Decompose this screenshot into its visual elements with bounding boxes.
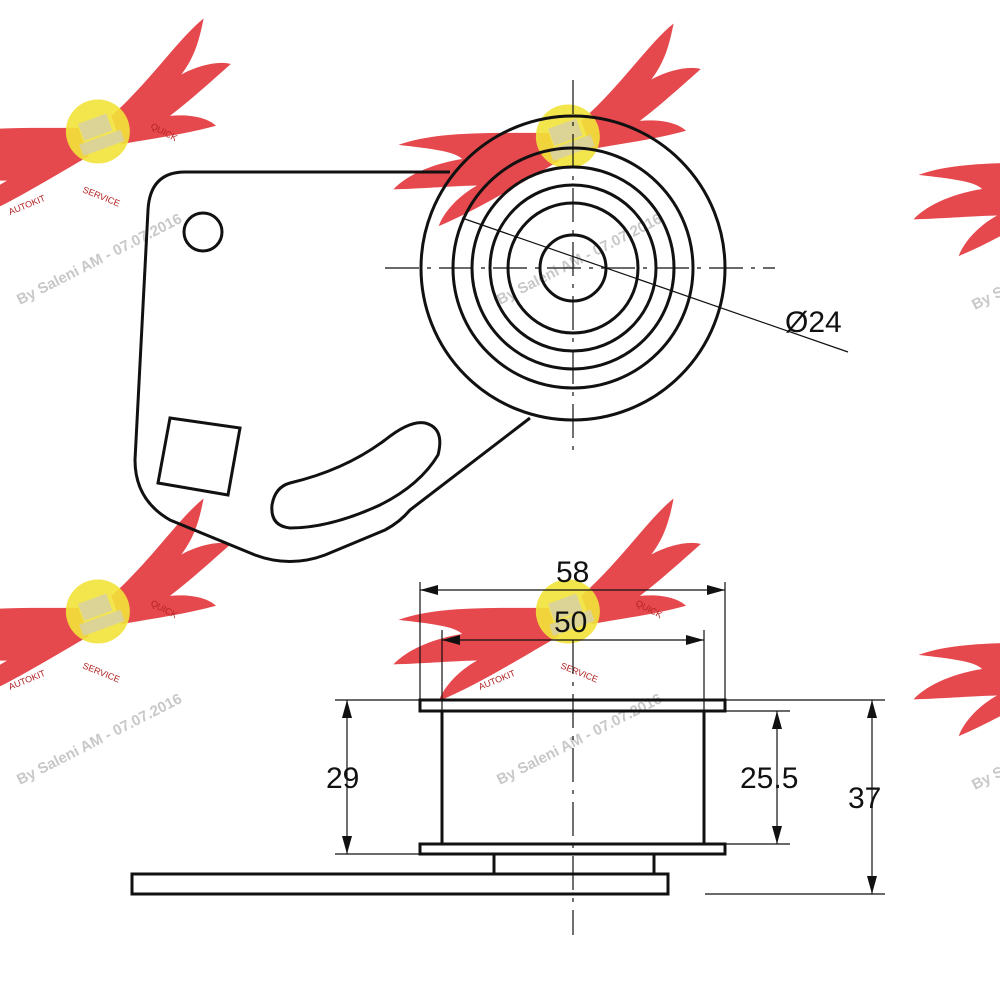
- dimension-lines: [335, 582, 885, 895]
- base-plate: [130, 872, 670, 896]
- watermark-right-top: [892, 50, 1000, 267]
- watermark-brand-bottom-2: SERVICE: [81, 661, 121, 685]
- watermark-mid-center: [372, 495, 721, 712]
- watermark-brand-bottom-1: SERVICE: [81, 185, 121, 209]
- side-view: [130, 698, 727, 896]
- watermark-brand-bottom-3: SERVICE: [559, 661, 599, 685]
- bracket-hole: [182, 211, 224, 253]
- top-view-centerlines: [385, 80, 775, 455]
- diameter-label: Ø24: [785, 306, 842, 339]
- bracket-outline: [133, 170, 531, 563]
- dim-width-inner: 50: [554, 606, 587, 639]
- dim-width-outer: 58: [556, 556, 589, 589]
- watermark-top-center: [372, 20, 721, 237]
- dim-height-inner: 25.5: [740, 762, 798, 795]
- dim-height-left: 29: [326, 762, 359, 795]
- diameter-leader: [461, 217, 849, 353]
- dimension-arrows: [342, 585, 877, 894]
- watermark-right-mid: [892, 530, 1000, 747]
- dim-height-outer: 37: [848, 782, 881, 815]
- watermark-caption-2: By Saleni AM - 07.07.2016: [494, 210, 665, 308]
- square-cutout: [156, 416, 242, 497]
- watermark-caption-3: By Saleni AM - 07.07.2016: [14, 690, 185, 788]
- adjust-slot: [270, 421, 442, 530]
- watermark-caption-4: By Saleni AM - 07.07.2016: [494, 690, 665, 788]
- watermark-caption-1: By Saleni AM - 07.07.2016: [14, 210, 185, 308]
- hub: [492, 852, 656, 876]
